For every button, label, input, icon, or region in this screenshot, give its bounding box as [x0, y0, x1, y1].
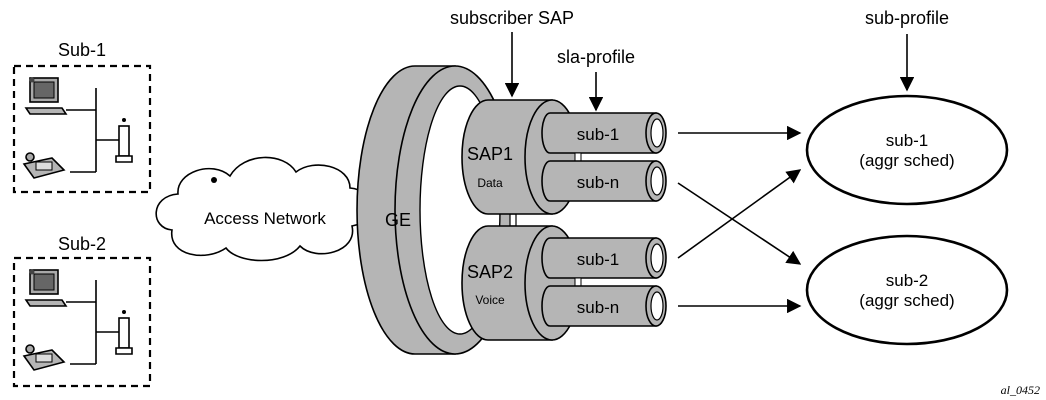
sub1-scheduler-line2: (aggr sched) [859, 151, 954, 170]
sub2-scheduler-line1: sub-2 [886, 271, 929, 290]
sub1-aggr-scheduler [805, 94, 1009, 206]
sub2-wiring [66, 280, 119, 365]
sub1-access-device-icon [115, 118, 133, 163]
sub2-phone-icon [22, 344, 66, 371]
sap1-pipe-link [574, 152, 582, 162]
sla-profile-label: sla-profile [557, 47, 635, 67]
sap2-pipe-subn-label: sub-n [577, 298, 620, 317]
subscriber-sap-label: subscriber SAP [450, 8, 574, 28]
sub1-wiring [66, 88, 119, 173]
cloud-dot [211, 177, 217, 183]
sap2-pipe-link [574, 277, 582, 287]
figure-reference-id: al_0452 [1001, 383, 1040, 397]
sap1-pipe-sub1-label: sub-1 [577, 125, 620, 144]
sub1-pc-icon [24, 77, 68, 115]
sub2-scheduler-line2: (aggr sched) [859, 291, 954, 310]
sap1-pipe-subn-label: sub-n [577, 173, 620, 192]
sap2-sublabel: Voice [475, 293, 505, 307]
sub2-aggr-scheduler [805, 234, 1009, 346]
sap2-pipe-sub1-label: sub-1 [577, 250, 620, 269]
sap1-label: SAP1 [467, 144, 513, 164]
sap2-label: SAP2 [467, 262, 513, 282]
sub2-pc-icon [24, 269, 68, 307]
sub1-scheduler-line1: sub-1 [886, 131, 929, 150]
arrow-sap1-subn-to-sched2 [677, 182, 802, 265]
access-network-cloud [155, 156, 372, 262]
sap2-pipe-subn [541, 285, 667, 327]
ge-label: GE [385, 210, 411, 230]
sap2-pipe-sub1 [541, 237, 667, 279]
sub1-phone-icon [22, 152, 66, 179]
sap1-sublabel: Data [477, 176, 503, 190]
sub1-group-box [12, 64, 152, 194]
sub-profile-label: sub-profile [865, 8, 949, 28]
sub1-group-label: Sub-1 [58, 40, 106, 60]
access-network-label: Access Network [204, 209, 326, 228]
sub2-group-label: Sub-2 [58, 234, 106, 254]
sub2-access-device-icon [115, 310, 133, 355]
sap1-pipe-subn [541, 160, 667, 202]
sap-link [509, 213, 517, 227]
arrow-sap2-sub1-to-sched1 [677, 169, 802, 259]
sap1-pipe-sub1 [541, 112, 667, 154]
